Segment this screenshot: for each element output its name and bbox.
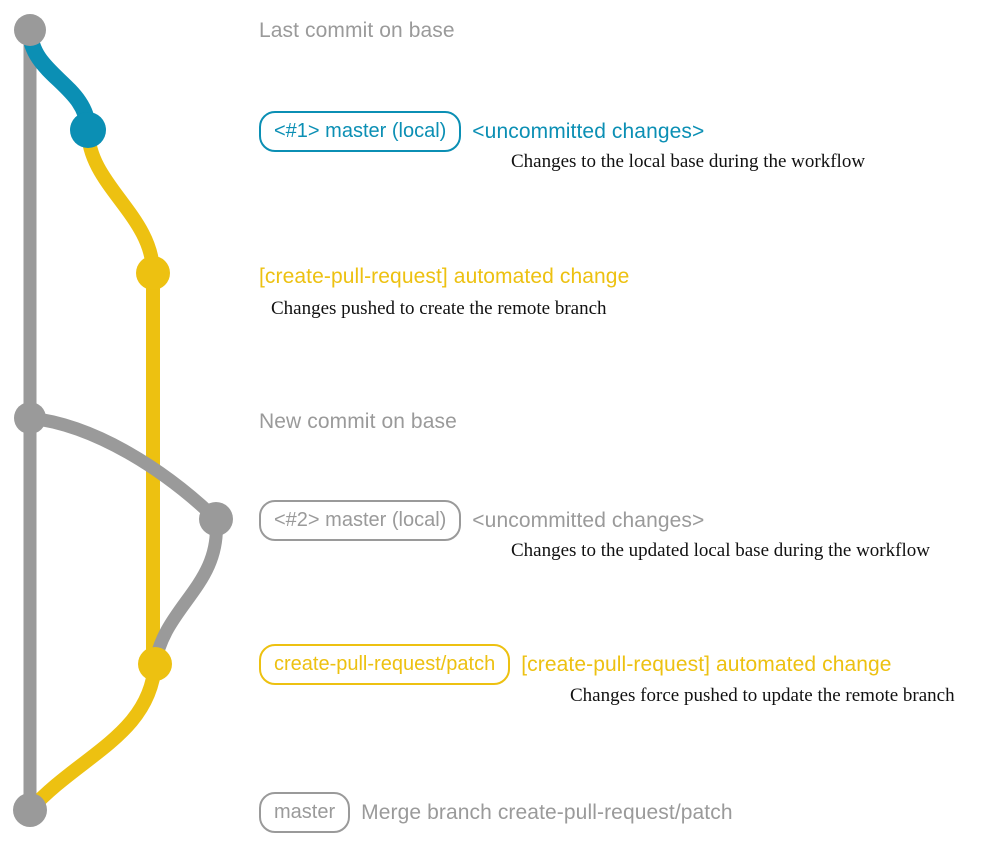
commit-graph — [13, 14, 233, 827]
commit-row-base-last: Last commit on base — [259, 17, 455, 43]
ref-pill-master[interactable]: master — [259, 791, 351, 833]
commit-row-base-new: New commit on base — [259, 408, 457, 434]
local-branch-line-2 — [23, 411, 223, 526]
commit-node-patch-2[interactable] — [138, 647, 172, 681]
commit-subject-patch-1: [create-pull-request] automated change — [259, 264, 630, 288]
patch-branch-line-1 — [81, 123, 160, 671]
commit-subject-local-2: <uncommitted changes> — [472, 508, 705, 532]
commit-description-patch-1: Changes pushed to create the remote bran… — [271, 298, 607, 319]
commit-node-base-merge[interactable] — [13, 793, 47, 827]
ref-pill-patch-2[interactable]: create-pull-request/patch — [259, 643, 511, 685]
ref-pill-local-2[interactable]: <#2> master (local) — [259, 499, 462, 541]
commit-node-patch-1[interactable] — [136, 256, 170, 290]
commit-subject-base-last: Last commit on base — [259, 18, 455, 42]
local-to-patch-line — [148, 512, 223, 671]
commit-subject-local-1: <uncommitted changes> — [472, 119, 705, 143]
commit-row-patch-1: [create-pull-request] automated change — [259, 263, 629, 289]
commit-row-local-1: <#1> master (local) <uncommitted changes… — [259, 110, 705, 152]
commit-row-patch-2: create-pull-request/patch [create-pull-r… — [259, 643, 892, 685]
commit-node-local-1[interactable] — [70, 112, 106, 148]
commit-node-base-last[interactable] — [14, 14, 46, 46]
ref-pill-local-1[interactable]: <#1> master (local) — [259, 110, 462, 152]
commit-description-local-2: Changes to the updated local base during… — [511, 540, 930, 561]
patch-merge-line — [23, 657, 162, 817]
commit-description-patch-2: Changes force pushed to update the remot… — [570, 685, 955, 706]
commit-subject-patch-2: [create-pull-request] automated change — [521, 652, 892, 676]
commit-row-base-merge: master Merge branch create-pull-request/… — [259, 791, 733, 833]
commit-description-local-1: Changes to the local base during the wor… — [511, 151, 866, 172]
commit-node-base-new[interactable] — [14, 402, 46, 434]
commit-node-local-2[interactable] — [199, 502, 233, 536]
commit-subject-base-merge: Merge branch create-pull-request/patch — [361, 800, 733, 824]
commit-subject-base-new: New commit on base — [259, 409, 457, 433]
commit-row-local-2: <#2> master (local) <uncommitted changes… — [259, 499, 705, 541]
